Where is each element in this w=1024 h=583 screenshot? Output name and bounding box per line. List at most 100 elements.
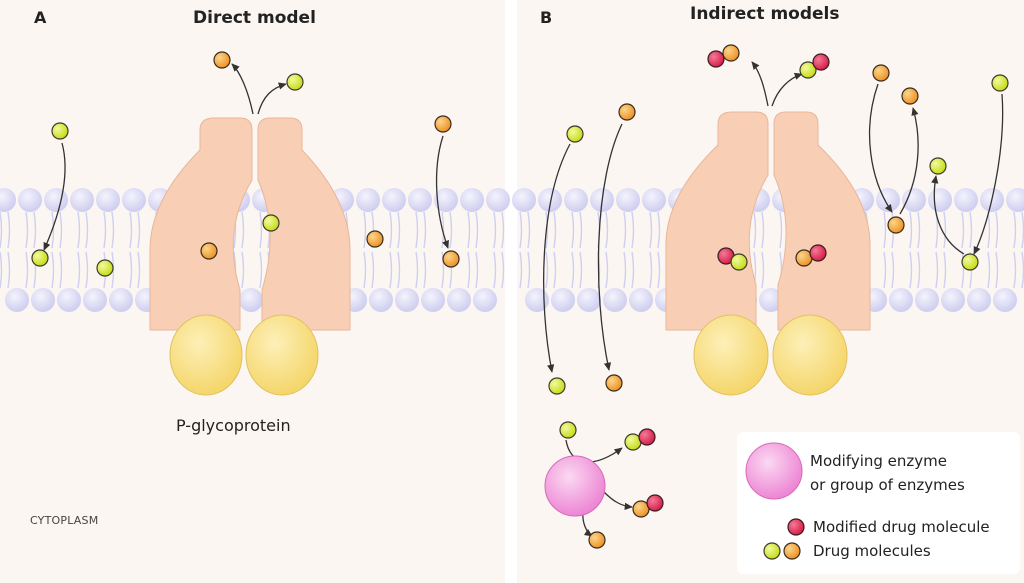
lipid-tail (631, 211, 635, 249)
lipid-head (31, 288, 55, 312)
drug-molecule-orange (605, 374, 623, 392)
drug-molecule-orange (442, 250, 460, 268)
lipid-tail (415, 251, 419, 289)
lipid-tail (519, 251, 523, 289)
lipid-tail (111, 211, 115, 249)
lipid-tail (59, 251, 63, 289)
lipid-head (57, 288, 81, 312)
lipid-tail (397, 251, 401, 289)
lipid-tail (917, 251, 921, 289)
lipid-head (603, 288, 627, 312)
drug-molecule-orange (434, 115, 452, 133)
lipid-head (954, 188, 978, 212)
lipid-head (0, 188, 16, 212)
lipid-tail (545, 211, 549, 249)
lipid-head (564, 188, 588, 212)
lipid-tail (519, 211, 523, 249)
drug-molecule-yellow (961, 253, 979, 271)
panel-divider (505, 0, 517, 583)
legend: Modifying enzyme or group of enzymes Mod… (737, 432, 1020, 574)
lipid-tail (449, 211, 453, 249)
lipid-head (915, 288, 939, 312)
lipid-head (577, 288, 601, 312)
lipid-head (83, 288, 107, 312)
lipid-head (44, 188, 68, 212)
arrow-b-orange-up (899, 107, 919, 215)
lipid-tail (943, 211, 947, 249)
lipid-tail (553, 211, 557, 249)
lipid-head (967, 288, 991, 312)
drug-molecule-yellow (548, 377, 566, 395)
lipid-head (486, 188, 510, 212)
arrows-b (542, 61, 1004, 537)
lipid-tail (961, 211, 965, 249)
lipid-tail (77, 251, 81, 289)
drug-molecule-yellow (730, 253, 748, 271)
lipid-tail (441, 251, 445, 289)
lipid-tail (0, 211, 3, 249)
lipid-tail (137, 251, 141, 289)
panel-a-letter: A (34, 8, 47, 27)
lipid-tail (605, 211, 609, 249)
arrow-a-efflux-orange (231, 63, 254, 115)
lipid-tail (25, 251, 29, 289)
arrow-b-yellow-down (973, 93, 1004, 255)
lipid-head (616, 188, 640, 212)
lipid-tail (371, 251, 375, 289)
p-glycoprotein-label: P-glycoprotein (176, 416, 291, 435)
lipid-tail (623, 251, 627, 289)
lipid-tail (467, 251, 471, 289)
lipid-tail (241, 211, 245, 249)
drug-molecule-orange (618, 103, 636, 121)
lipid-tail (241, 251, 245, 289)
molecules-a (31, 51, 460, 277)
lipid-tail (259, 211, 263, 249)
lipid-tail (1013, 251, 1017, 289)
lipid-head (876, 188, 900, 212)
drug-molecule-yellow (51, 122, 69, 140)
pgp-b-left-nbd (693, 314, 769, 396)
modified-drug-molecule (646, 494, 664, 512)
pgp-a-left-arm (149, 117, 253, 331)
lipid-head (759, 288, 783, 312)
lipid-tail (909, 251, 913, 289)
lipid-head (122, 188, 146, 212)
lipid-head (408, 188, 432, 212)
lipid-head (395, 288, 419, 312)
arrow-a-efflux-yellow (257, 82, 287, 115)
lipid-tail (7, 211, 11, 249)
arrow-a-left-entry (43, 142, 66, 251)
lipid-tail (493, 251, 497, 289)
drug-molecule-yellow (96, 259, 114, 277)
panel-b-title: Indirect models (690, 4, 840, 24)
lipid-tail (59, 211, 63, 249)
lipid-tail (631, 251, 635, 289)
lipid-tail (883, 211, 887, 249)
lipid-tail (579, 211, 583, 249)
panel-b-letter: B (540, 8, 553, 27)
legend-enzyme-label-2: or group of enzymes (810, 476, 965, 494)
lipid-tail (85, 211, 89, 249)
drug-molecule-yellow (31, 249, 49, 267)
pgp-a-right-nbd (245, 314, 319, 396)
lipid-tail (85, 251, 89, 289)
drug-molecule-yellow (799, 61, 817, 79)
lipid-head (525, 288, 549, 312)
lipid-head (109, 288, 133, 312)
pgp-b-right-nbd (772, 314, 848, 396)
drug-molecule-orange (200, 242, 218, 260)
lipid-tail (779, 211, 783, 249)
lipid-head (1006, 188, 1024, 212)
lipid-head (356, 188, 380, 212)
lipid-tail (917, 211, 921, 249)
lipid-tail (103, 211, 107, 249)
arrow-b-long-yellow (542, 143, 571, 373)
lipid-head (369, 288, 393, 312)
lipid-tail (51, 251, 55, 289)
lipid-head (941, 288, 965, 312)
lipid-tail (891, 251, 895, 289)
arrows-a (43, 63, 449, 251)
lipid-tail (397, 211, 401, 249)
lipid-tail (501, 211, 505, 249)
lipid-head (447, 288, 471, 312)
